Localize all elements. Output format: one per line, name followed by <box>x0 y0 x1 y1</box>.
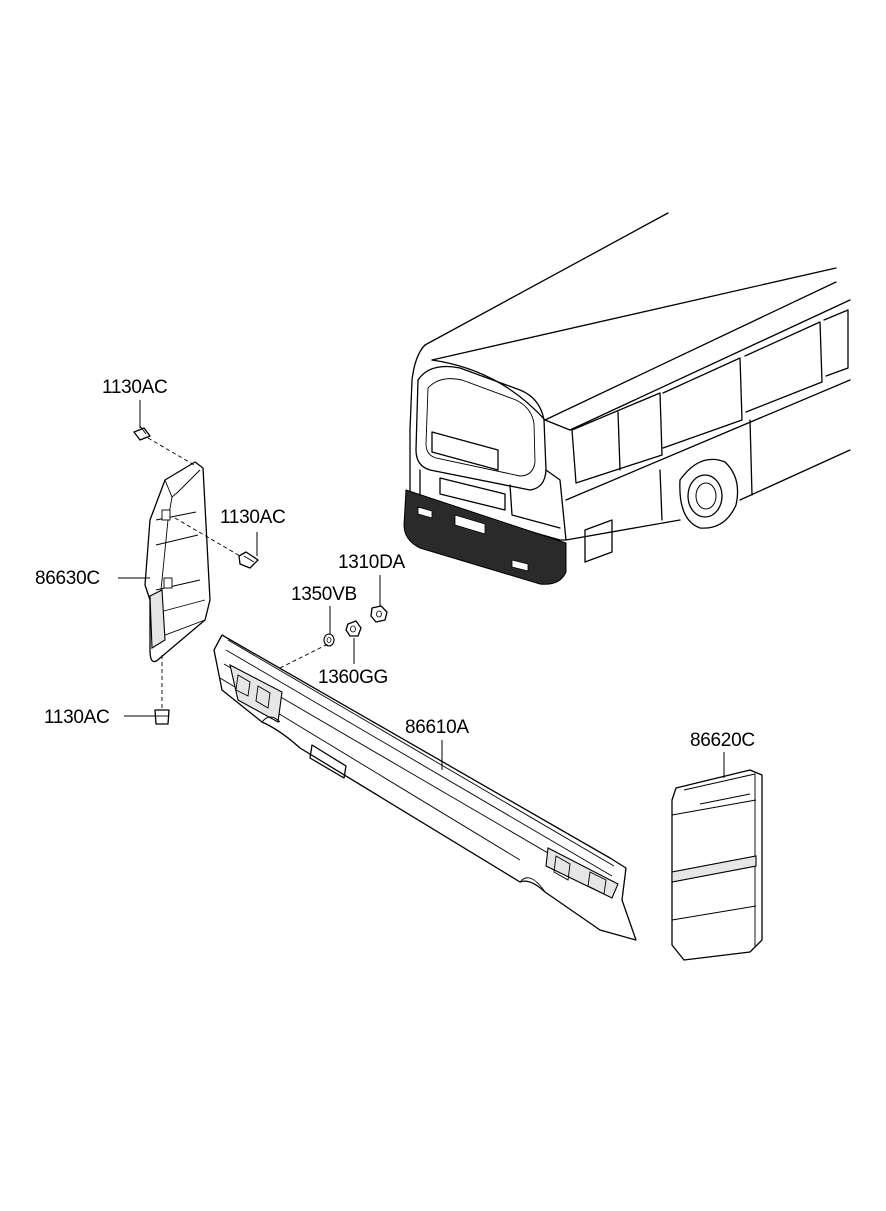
bolt-bottom-drawing <box>154 655 170 725</box>
nut-1360gg-drawing <box>345 620 362 637</box>
side-bumper-piece-86620c-drawing <box>671 769 763 961</box>
callout-side-piece-right: 86620C <box>690 730 755 751</box>
callout-bolt-bottom: 1130AC <box>44 707 110 728</box>
washer-1350vb-drawing <box>323 633 335 647</box>
callout-bolt-mid: 1130AC <box>220 507 286 528</box>
side-bumper-piece-86630c-drawing <box>144 461 211 663</box>
callout-bolt-top: 1130AC <box>102 377 168 398</box>
center-bumper-86610a-drawing <box>213 634 637 941</box>
washer-fit-line <box>279 643 329 669</box>
callout-nut-1360gg: 1360GG <box>318 667 389 688</box>
nut-1310da-drawing <box>370 605 388 623</box>
bolt-top-drawing <box>133 425 197 467</box>
callout-nut-1310da: 1310DA <box>338 552 405 573</box>
callout-washer-1350vb: 1350VB <box>291 584 357 605</box>
callout-bumper-center: 86610A <box>405 717 469 738</box>
bolt-mid-drawing <box>174 517 259 569</box>
callout-side-piece-left: 86630C <box>35 568 100 589</box>
van-reference-drawing <box>403 212 851 585</box>
leader-lines <box>118 400 725 778</box>
